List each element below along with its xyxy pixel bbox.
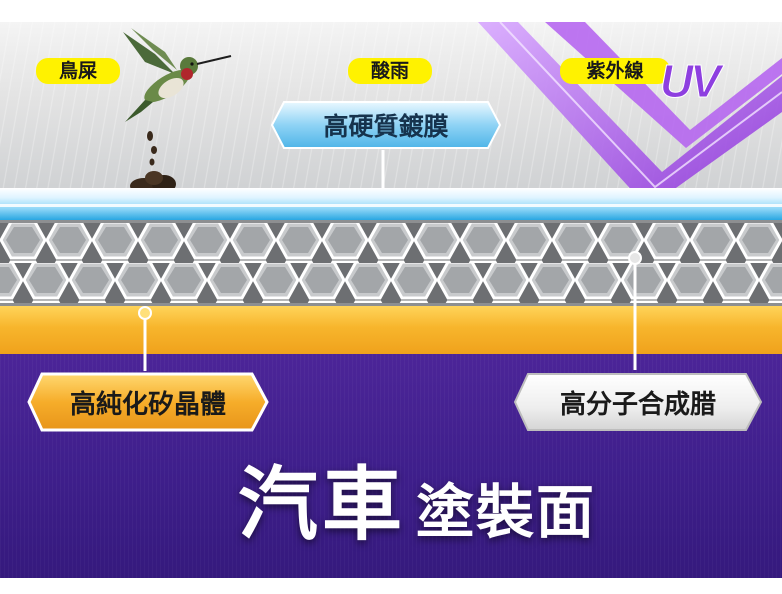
uv-beam-icon	[478, 22, 782, 208]
acid-rain-tag: 酸雨	[348, 58, 432, 84]
silicon-crystal-pointer	[138, 306, 152, 371]
polymer-wax-pointer	[628, 251, 642, 370]
hex-pattern	[0, 223, 782, 303]
car-paint-title: 汽車塗裝面	[238, 440, 597, 551]
layer-diagram: 鳥屎 酸雨 紫外線 UV 高硬質鍍膜	[0, 22, 782, 578]
silicon-crystal-tag: 高純化矽晶體	[26, 371, 270, 433]
hard-coating-tag: 高硬質鍍膜	[270, 100, 502, 150]
bird-droppings-tag: 鳥屎	[36, 58, 120, 84]
silicon-crystal-label: 高純化矽晶體	[69, 389, 226, 420]
polymer-wax-tag: 高分子合成腊	[512, 371, 764, 433]
silicon-crystal-layer	[0, 220, 782, 306]
hard-coating-layer	[0, 188, 782, 220]
title-main: 汽車	[238, 458, 406, 551]
silicon-crystal-tag-shape	[27, 372, 269, 432]
title-sub: 塗裝面	[416, 478, 597, 546]
hard-coating-tag-shape	[270, 101, 502, 149]
polymer-wax-layer	[0, 306, 782, 354]
polymer-wax-label: 高分子合成腊	[559, 389, 716, 420]
ultraviolet-tag: 紫外線	[560, 58, 670, 84]
polymer-wax-tag-shape	[513, 373, 763, 431]
uv-mark: UV	[660, 55, 722, 108]
hard-coating-label: 高硬質鍍膜	[323, 112, 449, 141]
hummingbird-icon	[123, 28, 232, 122]
